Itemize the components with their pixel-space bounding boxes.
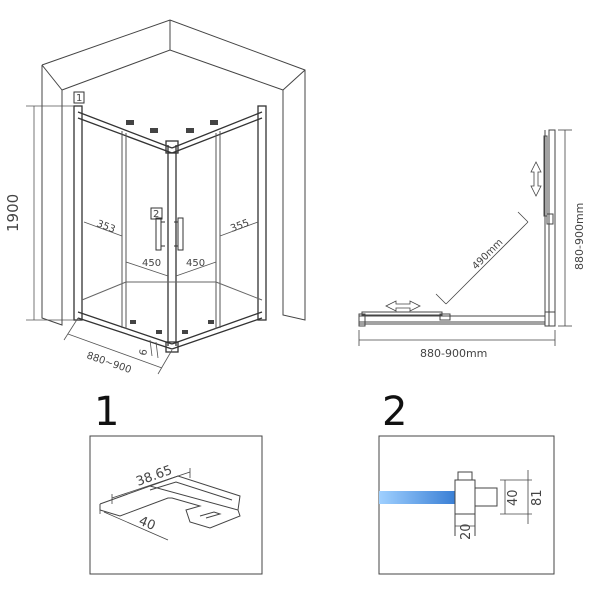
width-dim-line	[63, 317, 173, 375]
panel-left-dim-label: 353	[95, 219, 117, 236]
detail-1-dim-a: 38.65	[134, 463, 174, 490]
floor-lines	[81, 281, 263, 301]
detail-2-dim-width: 20	[459, 523, 474, 540]
plan-view	[358, 129, 572, 346]
slide-arrow-horizontal	[385, 300, 421, 312]
main-3d-view	[26, 19, 306, 375]
height-dim-label: 1900	[4, 194, 22, 232]
plan-depth-dim-label: 880-900mm	[573, 203, 586, 270]
enclosure-frame	[73, 105, 267, 353]
door-left-dim-label: 450	[142, 258, 161, 269]
wall-dim-line	[149, 339, 159, 359]
panel-right-dim-label: 355	[229, 218, 251, 235]
detail-2-box	[378, 435, 555, 575]
callout-1-label: 1	[76, 93, 82, 104]
door-right-dim-label: 450	[186, 258, 205, 269]
callout-box-1	[73, 91, 85, 104]
slide-arrow-vertical	[530, 161, 542, 197]
rollers	[126, 120, 218, 334]
detail-1-box	[89, 435, 263, 575]
callout-box-2	[150, 207, 163, 220]
detail-2-dim-height-a: 40	[506, 489, 521, 506]
plan-diagonal-dim-label: 490mm	[470, 237, 505, 272]
wall-outline	[41, 19, 306, 326]
panel-dim-lines	[83, 221, 259, 277]
detail-1-dim-b: 40	[137, 514, 158, 534]
plan-width-dim-label: 880-900mm	[420, 347, 487, 360]
width-dim-label: 880~900	[85, 350, 133, 376]
detail-2-number: 2	[382, 389, 407, 435]
height-dim-line	[26, 105, 74, 321]
door-handles	[155, 217, 184, 251]
callout-2-label: 2	[153, 209, 159, 220]
panel-seams	[121, 131, 221, 329]
wall-dim-label: 6	[138, 348, 150, 356]
glass-panel	[379, 491, 455, 504]
detail-2-dim-height-b: 81	[530, 489, 545, 506]
detail-1-number: 1	[94, 389, 119, 435]
